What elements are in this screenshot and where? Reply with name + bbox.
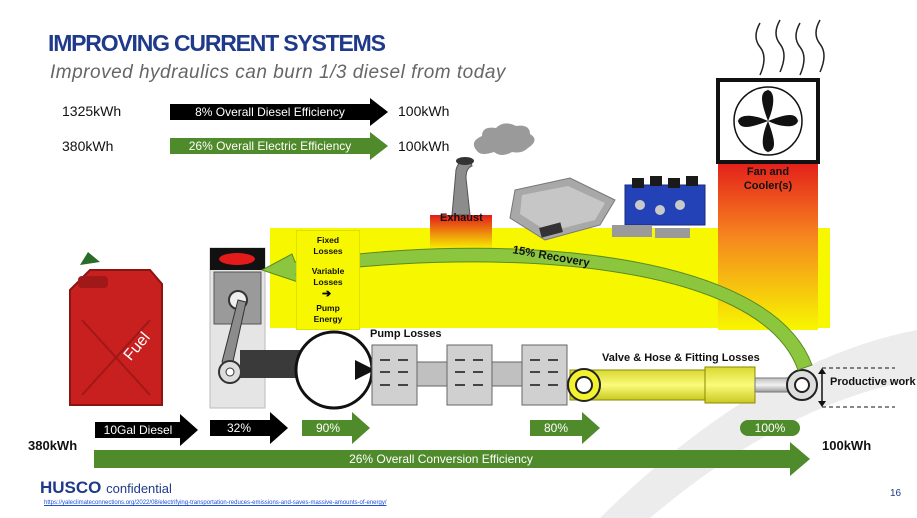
diesel-efficiency-arrow <box>170 98 388 126</box>
productive-work-label: Productive work <box>830 376 916 388</box>
drive-shaft <box>240 350 300 378</box>
fuel-can <box>69 252 163 406</box>
electric-output-kwh: 100kWh <box>398 138 450 154</box>
loss-legend-fixed: Fixed Losses <box>313 235 343 256</box>
page-subtitle: Improved hydraulics can burn 1/3 diesel … <box>50 62 506 83</box>
stage-engine-label: 32% <box>226 421 252 435</box>
bottom-output-kwh: 100kWh <box>822 438 872 453</box>
loss-legend-arrow-icon: ➔ <box>322 288 332 300</box>
exhaust-label: Exhaust <box>440 212 483 224</box>
fan-cooler-label: Fan and Cooler(s) <box>743 166 793 192</box>
stage-fuel-label: 10Gal Diesel <box>103 423 173 437</box>
electric-efficiency-label: 26% Overall Electric Efficiency <box>188 139 352 153</box>
hydraulic-cylinder <box>567 366 818 404</box>
source-link[interactable]: https://yaleclimateconnections.org/2022/… <box>44 500 387 506</box>
confidential-text: confidential <box>106 481 172 496</box>
pump-losses-label: Pump Losses <box>370 328 442 340</box>
valve-sections <box>371 344 568 406</box>
valve-block <box>612 176 706 238</box>
diesel-efficiency-label: 8% Overall Diesel Efficiency <box>195 105 345 119</box>
valve-losses-label: Valve & Hose & Fitting Losses <box>602 352 760 364</box>
electric-input-kwh: 380kWh <box>62 138 114 154</box>
stage-pump-label: 90% <box>315 421 341 435</box>
stage-valve-label: 80% <box>543 421 569 435</box>
page-title: IMPROVING CURRENT SYSTEMS <box>48 30 386 56</box>
diesel-input-kwh: 1325kWh <box>62 103 122 119</box>
logo-text: HUSCO <box>40 478 102 497</box>
exhaust-pipe <box>451 157 473 216</box>
stage-actuator-label: 100% <box>754 421 786 435</box>
overall-efficiency-label: 26% Overall Conversion Efficiency <box>349 452 533 466</box>
ecu-module <box>509 177 616 241</box>
electric-efficiency-arrow <box>170 132 388 160</box>
bottom-input-kwh: 380kWh <box>28 438 78 453</box>
loss-flow-valve-block <box>560 235 690 320</box>
loss-legend-variable: Variable Losses <box>311 266 345 287</box>
exhaust-cloud <box>473 123 535 155</box>
loss-flow-fan <box>718 160 818 330</box>
page-number: 16 <box>890 488 902 499</box>
loss-legend-pump-energy: Pump Energy <box>313 303 343 324</box>
engine-piston <box>209 247 266 409</box>
recovery-arrow <box>260 247 813 371</box>
husco-logo: HUSCO confidential <box>40 478 172 498</box>
diesel-output-kwh: 100kWh <box>398 103 450 119</box>
loss-legend-box <box>296 230 360 330</box>
loss-flow-exhaust <box>430 215 492 250</box>
